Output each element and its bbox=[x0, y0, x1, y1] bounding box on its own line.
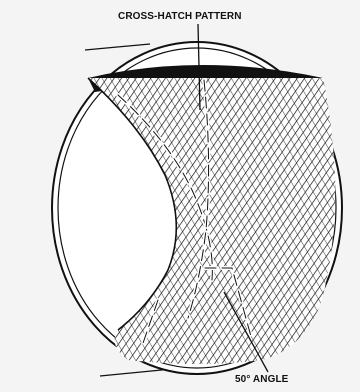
angle-label: 50° ANGLE bbox=[235, 374, 288, 385]
cross-hatch-pattern-label: CROSS-HATCH PATTERN bbox=[118, 11, 242, 22]
upper-left-leader-line bbox=[85, 44, 150, 50]
